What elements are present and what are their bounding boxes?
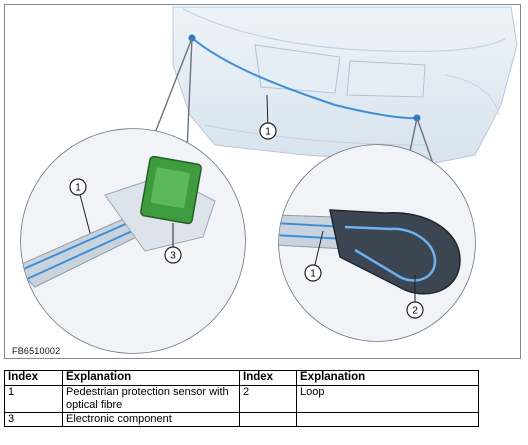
callout-number: 2 [412, 306, 418, 317]
callout-number: 1 [310, 269, 316, 280]
detail-circle-electronic [20, 128, 246, 354]
bumper-illustration [172, 6, 518, 164]
table-row: 3 Electronic component [4, 412, 479, 427]
callout-number: 3 [170, 251, 176, 262]
header-index-2: Index [239, 370, 297, 386]
row1-explanation-a: Pedestrian protection sensor with optica… [62, 385, 240, 413]
detail-circle-loop [278, 144, 476, 342]
optical-fibre-line [191, 37, 418, 120]
row1-index-a: 1 [4, 385, 63, 413]
header-explanation-1: Explanation [62, 370, 240, 386]
header-explanation-2: Explanation [296, 370, 479, 386]
legend-table: Index Explanation Index Explanation 1 Pe… [4, 370, 479, 427]
table-row: 1 Pedestrian protection sensor with opti… [4, 385, 479, 413]
row2-explanation-a: Electronic component [62, 412, 240, 427]
figure-code: FB6510002 [12, 346, 61, 356]
row1-index-b: 2 [239, 385, 297, 413]
row2-explanation-b [296, 412, 479, 427]
legend-header-row: Index Explanation Index Explanation [4, 370, 479, 386]
illustration-panel: 1 1 3 1 2 FB6510002 [4, 4, 521, 359]
callout-marker-3: 3 [164, 223, 182, 264]
row1-explanation-b: Loop [296, 385, 479, 413]
callout-line-left [154, 37, 193, 152]
callout-marker-1: 1 [259, 94, 277, 140]
callout-marker-2: 1 [69, 178, 91, 234]
row2-index-b [239, 412, 297, 427]
callout-number: 1 [75, 183, 81, 194]
callout-marker-4: 1 [304, 230, 324, 282]
header-index-1: Index [4, 370, 63, 386]
row2-index-a: 3 [4, 412, 63, 427]
bumper-diagram: 1 1 3 1 2 [20, 6, 518, 354]
callout-number: 1 [265, 127, 271, 138]
callout-marker-5: 2 [406, 275, 424, 319]
